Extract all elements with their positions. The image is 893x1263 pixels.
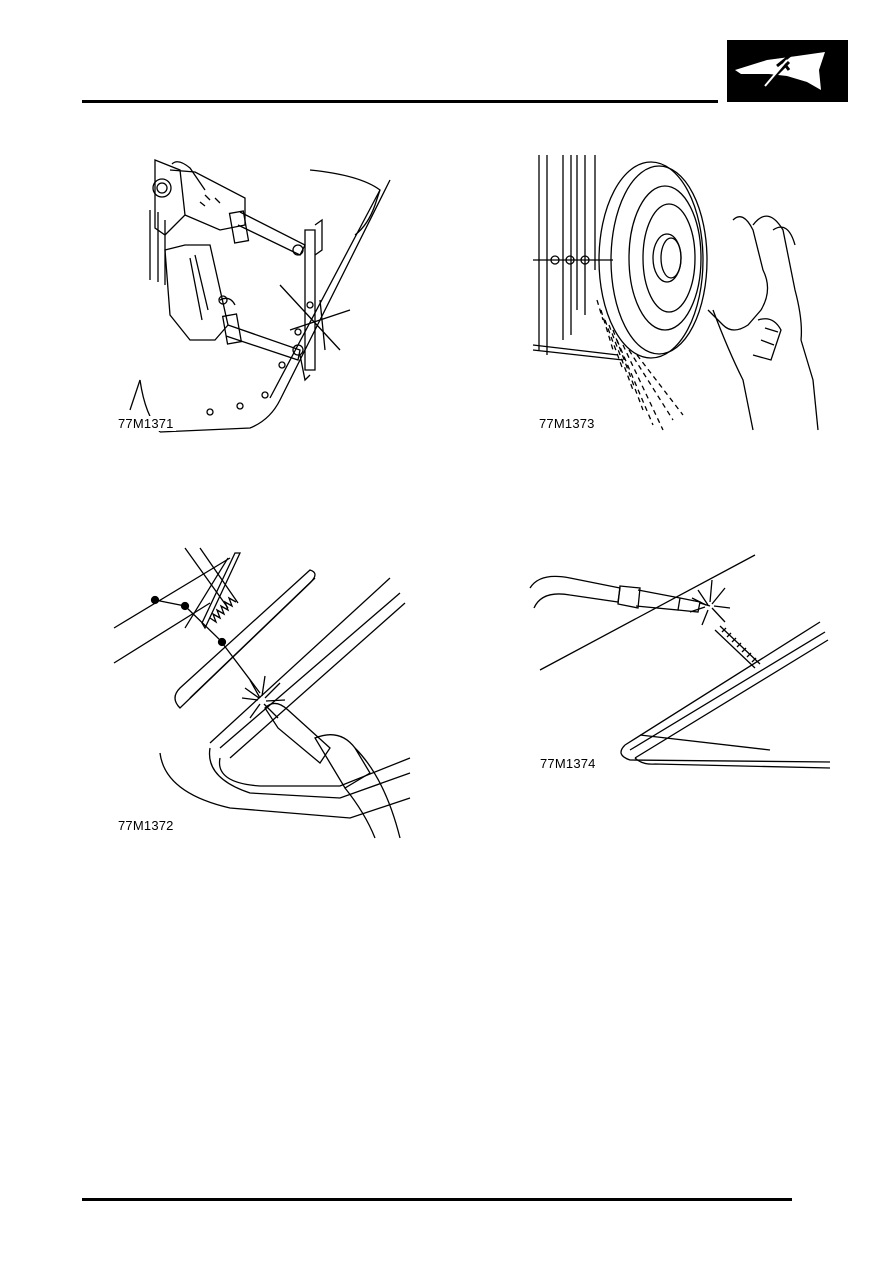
figure-caption: 77M1371 bbox=[116, 416, 176, 431]
figure-spot-welder: 77M1371 bbox=[110, 150, 410, 440]
grinding-disc-icon bbox=[532, 155, 819, 431]
bodywork-panel-repair-icon bbox=[735, 48, 825, 90]
section-tab bbox=[727, 40, 848, 102]
figure-caption: 77M1373 bbox=[537, 416, 597, 431]
seam-welding-torch-icon bbox=[529, 554, 831, 769]
figure-seam-weld: 77M1374 bbox=[529, 550, 831, 790]
figure-grinding-disc: 77M1373 bbox=[532, 150, 833, 440]
figure-mig-weld-hacksaw: 77M1372 bbox=[110, 547, 411, 848]
figure-caption: 77M1372 bbox=[116, 818, 176, 833]
mig-welding-torch-icon bbox=[113, 547, 411, 839]
spot-welder-icon bbox=[129, 159, 391, 433]
header-rule bbox=[82, 100, 718, 103]
figure-caption: 77M1374 bbox=[538, 756, 598, 771]
footer-rule bbox=[82, 1198, 792, 1201]
